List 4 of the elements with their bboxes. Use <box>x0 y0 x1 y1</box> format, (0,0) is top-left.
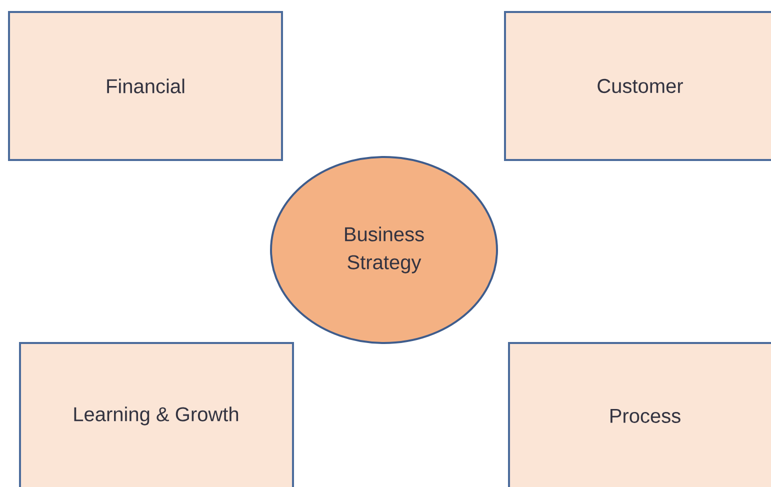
perspective-box: Financial <box>8 11 283 161</box>
perspective-box: Learning & Growth <box>19 342 294 487</box>
perspective-box: Customer <box>504 11 771 161</box>
perspective-box: Process <box>508 342 771 487</box>
